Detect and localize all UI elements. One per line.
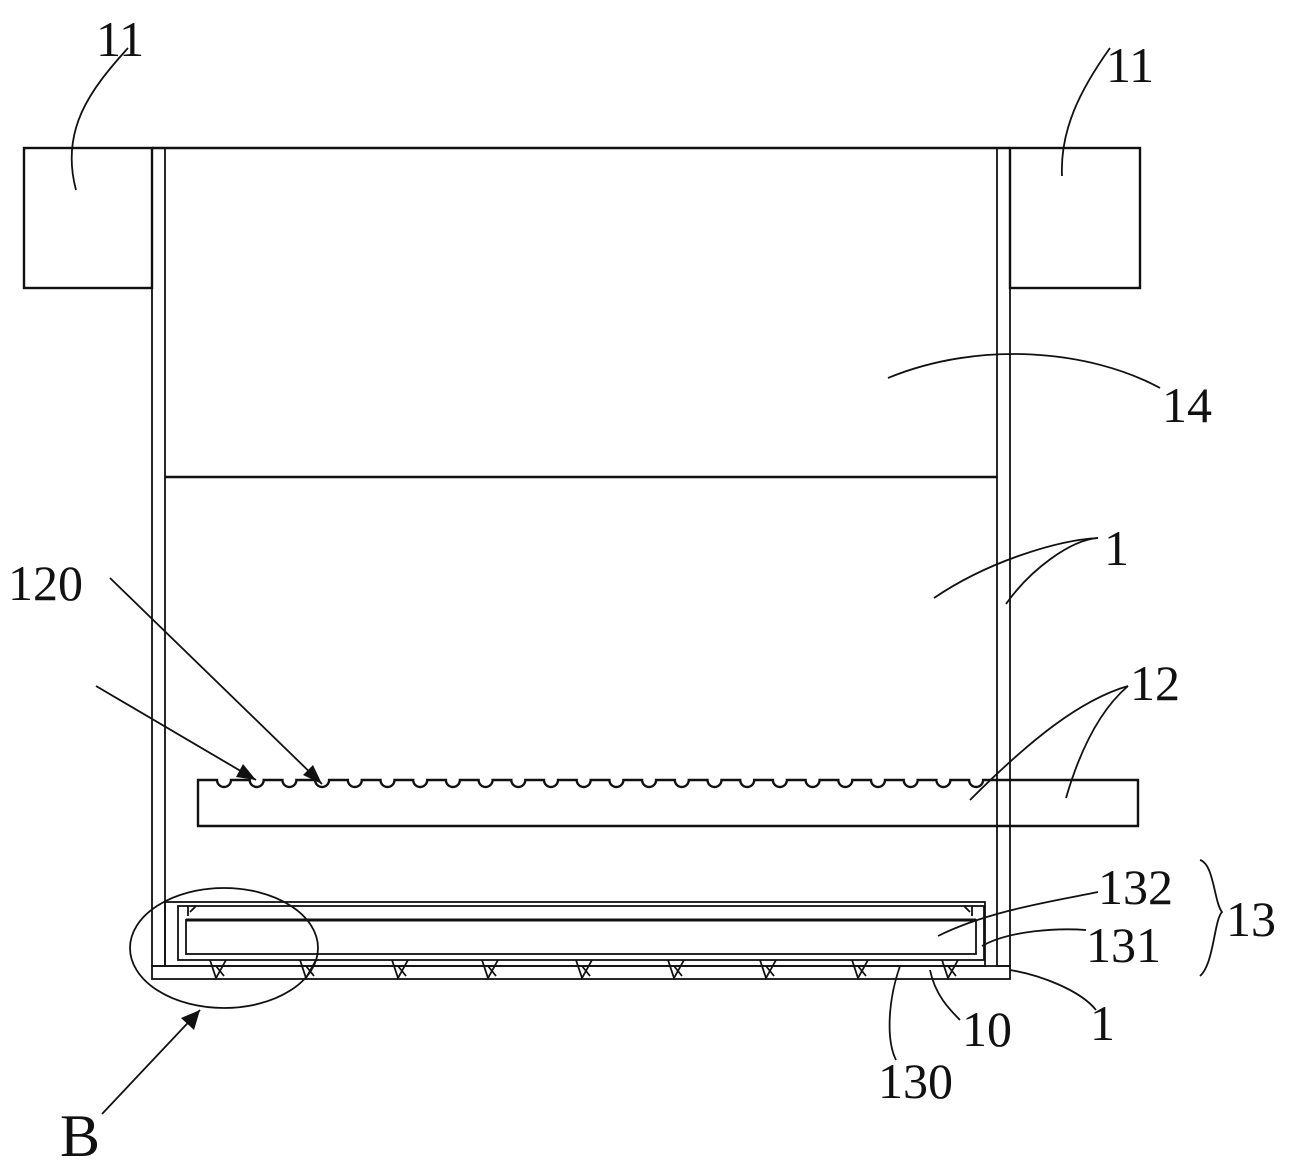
bottom-tooth (575, 959, 593, 981)
bottom-assembly (164, 901, 986, 981)
label-120: 120 (8, 555, 83, 611)
label-132: 132 (1098, 859, 1173, 915)
container-wall-left (151, 147, 166, 967)
bottom-tooth (759, 959, 777, 981)
container-wall-right (996, 147, 1011, 967)
bottom-tooth (209, 959, 227, 981)
label-1-upper: 1 (1104, 520, 1129, 576)
detail-circle-b (129, 887, 319, 1009)
right-flange (1008, 146, 1142, 290)
label-12: 12 (1130, 655, 1180, 711)
bottom-tooth (391, 959, 409, 981)
label-1-lower: 1 (1090, 995, 1115, 1051)
label-130: 130 (878, 1053, 953, 1109)
bottom-tooth (941, 959, 959, 981)
label-11-left: 11 (96, 11, 144, 67)
leader-lines (70, 47, 1224, 1115)
label-11-right: 11 (1106, 37, 1154, 93)
label-b: B (60, 1103, 100, 1168)
label-13: 13 (1226, 891, 1276, 947)
bottom-teeth (209, 959, 959, 981)
bottom-tooth (667, 959, 685, 981)
label-14: 14 (1162, 377, 1212, 433)
bottom-tooth (481, 959, 499, 981)
bottom-tooth (851, 959, 869, 981)
label-131: 131 (1086, 917, 1161, 973)
grid-plate (196, 778, 1140, 828)
left-flange (22, 146, 154, 290)
label-10: 10 (962, 1001, 1012, 1057)
